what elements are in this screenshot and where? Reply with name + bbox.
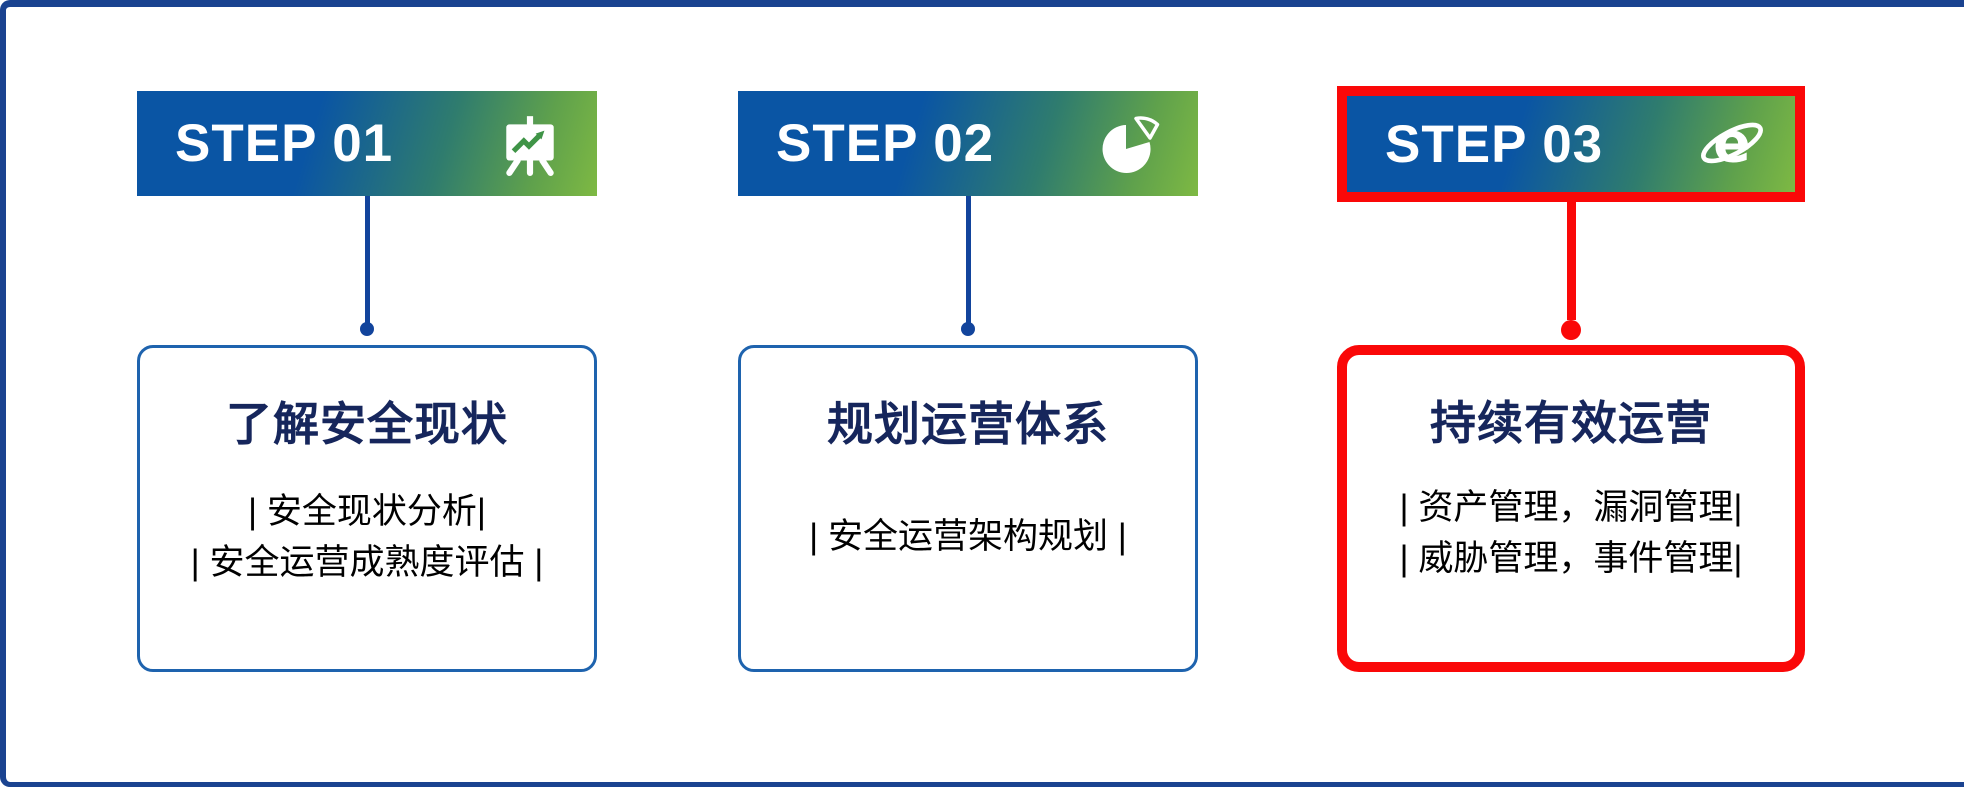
- connector-line-highlighted: [1566, 202, 1576, 320]
- step-label: STEP 02: [776, 114, 995, 173]
- step-2-card: 规划运营体系 | 安全运营架构规划 |: [738, 345, 1198, 672]
- card-body: | 安全运营架构规划 |: [741, 451, 1195, 669]
- card-line: | 安全运营架构规划 |: [809, 517, 1127, 557]
- card-title: 了解安全现状: [226, 398, 508, 450]
- step-2-header: STEP 02: [738, 91, 1198, 196]
- presentation-chart-icon: [497, 111, 563, 177]
- step-1-header: STEP 01: [137, 91, 597, 196]
- connector-line: [965, 196, 971, 324]
- card-title: 规划运营体系: [827, 398, 1109, 450]
- step-column-3: STEP 03 e 持续有效运营 | 资产管理，漏洞管理| | 威胁管理，事件管…: [1337, 0, 1805, 787]
- step-label: STEP 03: [1385, 114, 1604, 174]
- card-line: | 资产管理，漏洞管理|: [1399, 487, 1743, 527]
- step-3-header-highlighted[interactable]: STEP 03 e: [1337, 86, 1805, 202]
- card-body: | 资产管理，漏洞管理| | 威胁管理，事件管理|: [1347, 450, 1795, 662]
- connector-dot: [961, 322, 975, 336]
- internet-explorer-icon: e: [1695, 111, 1769, 177]
- card-body: | 安全现状分析| | 安全运营成熟度评估 |: [140, 451, 594, 669]
- svg-text:e: e: [1713, 111, 1751, 175]
- card-line: | 安全运营成熟度评估 |: [190, 542, 544, 582]
- connector-line: [364, 196, 370, 324]
- connector-dot: [360, 322, 374, 336]
- card-title: 持续有效运营: [1430, 397, 1712, 449]
- step-1-card: 了解安全现状 | 安全现状分析| | 安全运营成熟度评估 |: [137, 345, 597, 672]
- step-column-1: STEP 01 了解安全现状 | 安全现状分析| | 安全运营成熟度评估 |: [137, 0, 597, 787]
- card-line: | 安全现状分析|: [248, 491, 486, 531]
- step-column-2: STEP 02 规划运营体系 | 安全运营架构规划 |: [738, 0, 1198, 787]
- step-label: STEP 01: [175, 114, 394, 173]
- connector-dot-highlighted: [1561, 320, 1581, 340]
- pie-chart-icon: [1098, 111, 1164, 177]
- card-line: | 威胁管理，事件管理|: [1399, 538, 1743, 578]
- step-3-card-highlighted[interactable]: 持续有效运营 | 资产管理，漏洞管理| | 威胁管理，事件管理|: [1337, 345, 1805, 672]
